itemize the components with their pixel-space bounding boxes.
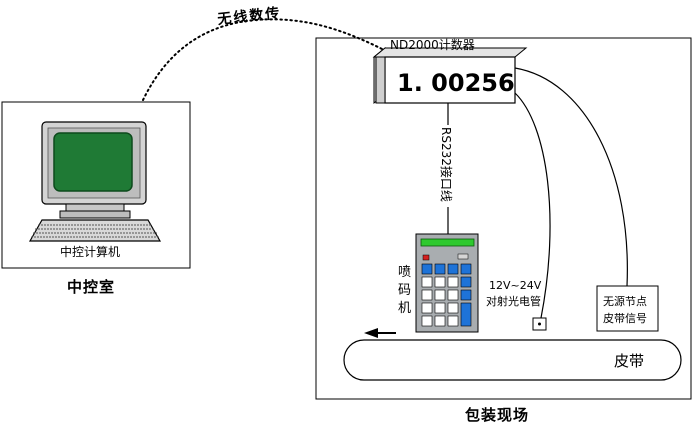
printer-key bbox=[434, 263, 446, 275]
passive-node-cable bbox=[514, 67, 628, 287]
site-frame bbox=[315, 37, 692, 400]
passive-node-label-2: 皮带信号 bbox=[603, 312, 647, 325]
passive-node-box bbox=[596, 285, 659, 332]
printer-key bbox=[460, 289, 472, 301]
printer-key bbox=[447, 276, 459, 288]
computer-label: 中控计算机 bbox=[60, 244, 120, 259]
printer-key bbox=[421, 302, 433, 314]
computer-icon bbox=[28, 121, 162, 242]
sensor-type-label: 对射光电管 bbox=[486, 294, 541, 308]
wireless-link bbox=[142, 18, 389, 101]
printer-key bbox=[447, 315, 459, 327]
printer-key bbox=[421, 276, 433, 288]
printer-key bbox=[460, 276, 472, 288]
belt-direction-arrow bbox=[364, 328, 396, 338]
printer-label-3: 机 bbox=[398, 301, 411, 316]
site-label: 包装现场 bbox=[465, 406, 529, 424]
conveyor-belt bbox=[343, 339, 682, 381]
printer-key bbox=[434, 276, 446, 288]
printer-key bbox=[447, 289, 459, 301]
printer-enter-key bbox=[460, 302, 472, 327]
printer-key bbox=[460, 263, 472, 275]
sensor-cable bbox=[514, 92, 551, 319]
printer-key bbox=[447, 302, 459, 314]
counter-device bbox=[372, 46, 528, 105]
printer-label-2: 码 bbox=[398, 283, 411, 298]
rs232-label: RS232接口线 bbox=[439, 127, 454, 202]
belt-label: 皮带 bbox=[614, 352, 644, 370]
counter-display: 1. 00256 bbox=[397, 69, 515, 97]
computer-screen bbox=[53, 132, 133, 192]
printer-key bbox=[421, 315, 433, 327]
printer-device bbox=[415, 233, 479, 333]
wireless-label: 无线数传 bbox=[216, 4, 282, 28]
printer-display bbox=[420, 238, 475, 247]
printer-label-1: 喷 bbox=[398, 265, 411, 280]
control-room-label: 中控室 bbox=[67, 278, 115, 296]
printer-key bbox=[434, 315, 446, 327]
printer-key bbox=[447, 263, 459, 275]
printer-keypad bbox=[421, 263, 472, 327]
printer-key bbox=[434, 289, 446, 301]
printer-key bbox=[421, 289, 433, 301]
passive-node-label-1: 无源节点 bbox=[603, 294, 647, 308]
counter-title: ND2000计数器 bbox=[390, 37, 475, 52]
printer-key bbox=[421, 263, 433, 275]
printer-key bbox=[434, 302, 446, 314]
sensor-voltage-label: 12V~24V bbox=[489, 279, 542, 292]
